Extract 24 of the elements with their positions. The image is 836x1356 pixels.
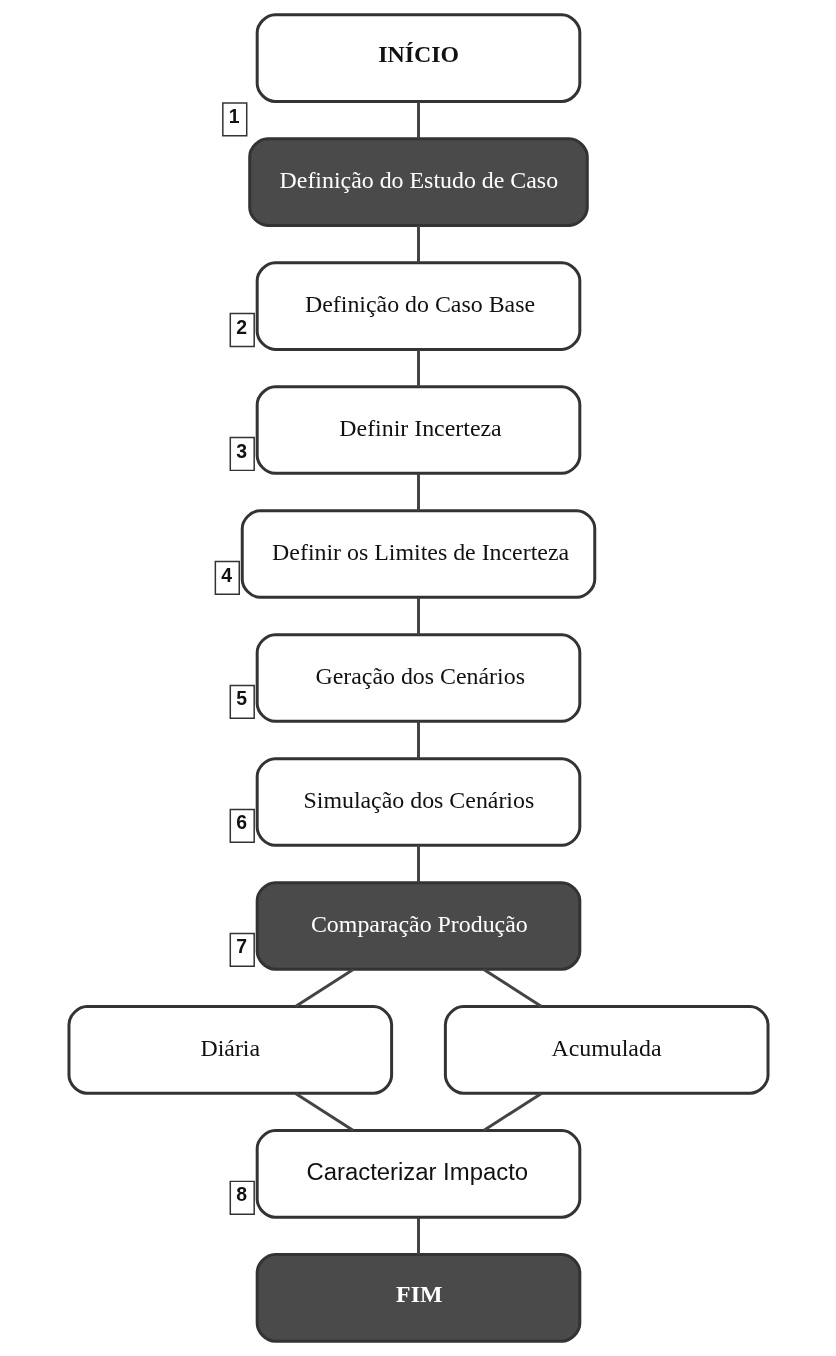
connector bbox=[416, 473, 420, 511]
connector bbox=[416, 349, 420, 387]
node-label: 2 bbox=[235, 315, 247, 338]
connector bbox=[416, 721, 420, 759]
node-box: FIM bbox=[255, 1253, 581, 1343]
node-label: 7 bbox=[235, 935, 247, 958]
connector bbox=[294, 968, 354, 1008]
connector bbox=[482, 1092, 542, 1132]
node-label: 6 bbox=[235, 811, 247, 834]
connector bbox=[482, 968, 542, 1008]
node-label: 4 bbox=[220, 563, 232, 586]
node-box: Diária bbox=[66, 1005, 393, 1095]
connector bbox=[416, 225, 420, 263]
connector bbox=[416, 845, 420, 883]
node-label: 5 bbox=[235, 687, 247, 710]
node-box: Acumulada bbox=[443, 1005, 770, 1095]
connector bbox=[416, 597, 420, 635]
node-label: 3 bbox=[235, 439, 247, 462]
node-box: INÍCIO bbox=[255, 13, 581, 103]
node-label: 1 bbox=[228, 104, 240, 127]
node-label: 8 bbox=[235, 1183, 247, 1206]
connector bbox=[294, 1092, 354, 1132]
connector bbox=[416, 101, 420, 139]
connector bbox=[416, 1217, 420, 1255]
